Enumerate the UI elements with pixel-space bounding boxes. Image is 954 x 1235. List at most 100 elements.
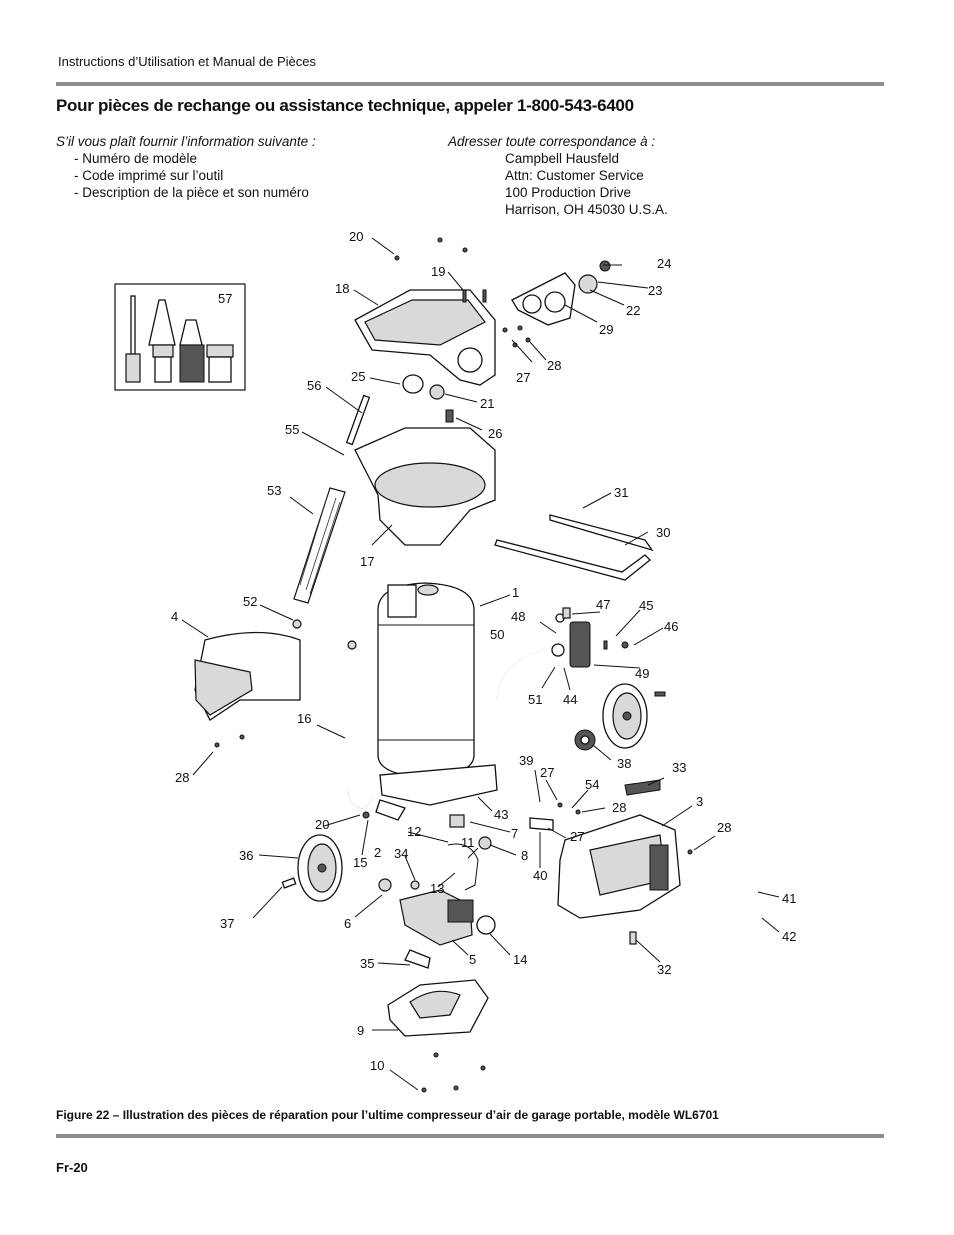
callout-28-left: 28 [175,770,189,785]
callout-48: 48 [511,609,525,624]
page-number: Fr-20 [56,1160,88,1175]
inflation-needle-icon [125,295,141,383]
top-cover-part [354,289,496,386]
callout-32: 32 [657,962,671,977]
callout-22: 22 [626,303,640,318]
callout-29: 29 [599,322,613,337]
callout-16: 16 [297,711,311,726]
top-divider [56,82,884,86]
callout-34: 34 [394,846,408,861]
tank-base-part [379,764,498,806]
callout-27-top: 27 [516,370,530,385]
callout-51: 51 [528,692,542,707]
left-wheel-part [297,834,343,902]
address-line-company: Campbell Hausfeld [505,151,620,166]
callout-43: 43 [494,807,508,822]
callout-28-top: 28 [547,358,561,373]
callout-44: 44 [563,692,577,707]
callout-2: 2 [374,845,381,860]
bottom-divider [56,1134,884,1138]
callout-4: 4 [171,609,178,624]
callout-38: 38 [617,756,631,771]
callout-25: 25 [351,369,365,384]
fitting-adapter-icon [179,319,205,383]
callout-35: 35 [360,956,374,971]
gear-part [574,729,596,751]
pressure-switch-part [551,621,591,668]
callout-36: 36 [239,848,253,863]
hardware-parts [214,237,693,1093]
info-request-intro: S’il vous plaît fournir l’information su… [56,134,316,149]
front-panel-part [194,631,301,721]
lower-base-part [387,979,489,1037]
rear-shroud-part [557,814,681,919]
air-tank-part [377,582,475,778]
callout-21: 21 [480,396,494,411]
accessory-inset: 57 [114,283,246,391]
info-request-list: - Numéro de modèle - Code imprimé sur l’… [56,150,316,201]
callout-52: 52 [243,594,257,609]
callout-13: 13 [430,881,444,896]
info-item-code: - Code imprimé sur l’outil [74,168,224,183]
callout-53: 53 [267,483,281,498]
callout-42: 42 [782,929,796,944]
callout-46: 46 [664,619,678,634]
callout-26: 26 [488,426,502,441]
manual-header-title: Instructions d’Utilisation et Manual de … [58,54,316,69]
callout-27-lower: 27 [570,829,584,844]
coiled-hose-part [293,487,346,604]
callout-28-center: 28 [612,800,626,815]
hose-fitting-part [345,394,371,446]
callout-45: 45 [639,598,653,613]
callout-30: 30 [656,525,670,540]
callout-7: 7 [511,826,518,841]
drain-line-part [347,650,373,809]
callout-20-top: 20 [349,229,363,244]
inset-label: 57 [218,291,232,306]
callout-54: 54 [585,777,599,792]
air-line-part [496,649,546,770]
address-line-street: 100 Production Drive [505,185,632,200]
callout-11: 11 [461,835,475,850]
correspondence-address: Campbell Hausfeld Attn: Customer Service… [448,150,668,218]
callout-3: 3 [696,794,703,809]
bracket-parts [375,779,661,969]
callout-12: 12 [407,824,421,839]
address-line-attn: Attn: Customer Service [505,168,644,183]
callout-39: 39 [519,753,533,768]
address-line-city: Harrison, OH 45030 U.S.A. [505,202,668,217]
gauge-panel-part [511,272,576,326]
figure-caption: Figure 22 – Illustration des pièces de r… [56,1108,719,1122]
leader-lines [181,237,780,1091]
callout-9: 9 [357,1023,364,1038]
regulator-part [402,374,454,423]
callout-18: 18 [335,281,349,296]
callout-50: 50 [490,627,504,642]
info-item-model: - Numéro de modèle [74,151,198,166]
callout-47: 47 [596,597,610,612]
callout-5: 5 [469,952,476,967]
page-title: Pour pièces de rechange ou assistance te… [56,96,634,115]
callout-23: 23 [648,283,662,298]
callout-8: 8 [521,848,528,863]
right-wheel-part [602,683,648,749]
shroud-part [354,427,496,546]
motor-pump-part [399,889,496,946]
info-item-description: - Description de la pièce et son numéro [74,185,309,200]
gauge-parts [578,260,611,294]
callout-1: 1 [512,585,519,600]
callout-24: 24 [657,256,671,271]
callout-10: 10 [370,1058,384,1073]
callout-6: 6 [344,916,351,931]
callout-15: 15 [353,855,367,870]
tapered-nozzle-icon [148,299,176,383]
callout-49: 49 [635,666,649,681]
callout-17: 17 [360,554,374,569]
handle-part [494,514,654,581]
correspondence-column: Adresser toute correspondance à : Campbe… [448,133,668,218]
callout-55: 55 [285,422,299,437]
callout-27-middle: 27 [540,765,554,780]
callout-37: 37 [220,916,234,931]
callout-40: 40 [533,868,547,883]
